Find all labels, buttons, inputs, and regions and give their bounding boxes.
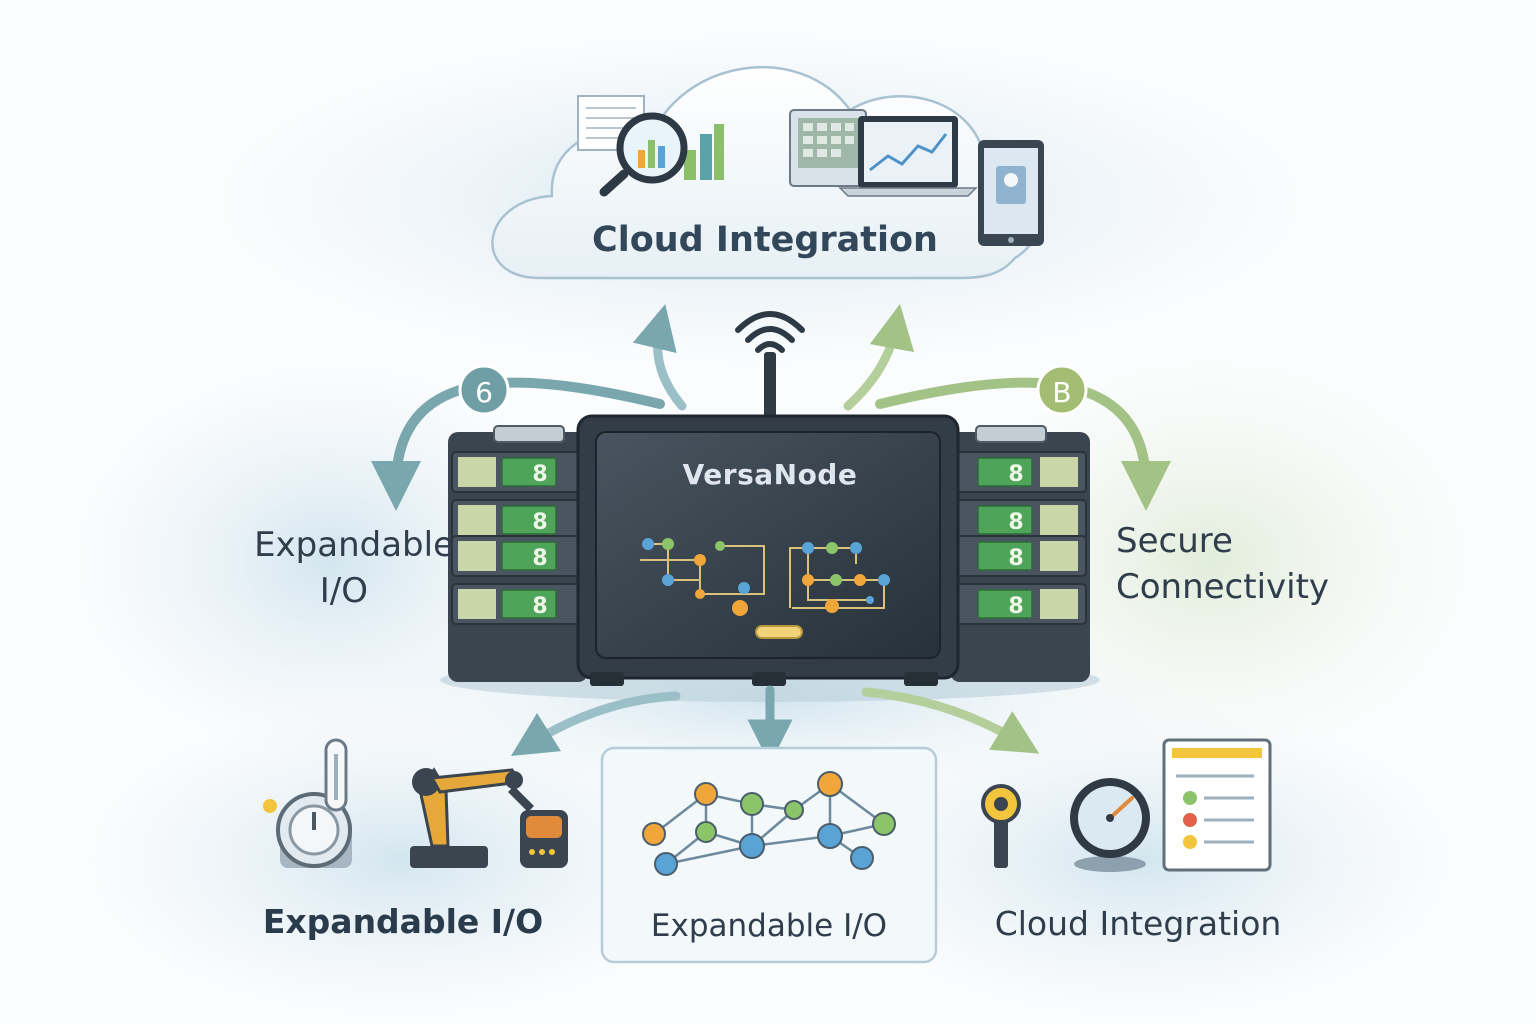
badge-right-label: B	[1052, 376, 1071, 409]
tablet-icon	[978, 140, 1044, 246]
right-io-module: 8	[953, 451, 1087, 493]
badge-left-label: 6	[475, 376, 493, 409]
versanode-device	[576, 414, 960, 686]
analytics-icon	[577, 95, 724, 197]
right-io-module: 8	[953, 499, 1087, 541]
calendar-monitor-icon	[789, 109, 867, 187]
report-document-icon	[1162, 738, 1272, 872]
right-feature-label-line1: Secure	[1116, 521, 1233, 561]
screen-circuit-nodes	[642, 538, 890, 616]
badge-right: B	[1036, 364, 1088, 416]
sensor-probe-icon	[981, 784, 1021, 868]
controller-device-icon	[520, 810, 568, 868]
left-io-module-label: 8	[532, 462, 547, 487]
left-io-module: 8	[451, 583, 585, 625]
cloud-integration-label: Cloud Integration	[592, 220, 938, 260]
robot-arm-icon	[410, 767, 534, 868]
left-io-module-label: 8	[532, 546, 547, 571]
status-led-bar	[755, 625, 803, 639]
right-io-module-stack: 8 8 8 8	[950, 425, 1090, 682]
connector-arrows-top	[632, 303, 915, 411]
thermometer-icon	[324, 738, 348, 812]
laptop-icon	[838, 116, 978, 197]
network-graph-icon	[642, 771, 896, 876]
device-title: VersaNode	[682, 458, 858, 491]
antenna	[764, 352, 776, 418]
left-feature-label-line2: I/O	[319, 571, 368, 611]
gauge-dial-icon	[1070, 778, 1150, 872]
left-io-module: 8	[451, 535, 585, 577]
bottom-right-label: Cloud Integration	[994, 904, 1282, 943]
right-feature-label-line2: Connectivity	[1116, 567, 1330, 607]
bottom-center-label: Expandable I/O	[650, 908, 888, 944]
bottom-left-label: Expandable I/O	[262, 902, 544, 941]
right-feature-label: Secure Connectivity	[1116, 518, 1416, 610]
left-feature-label: Expandable I/O	[214, 522, 454, 614]
right-io-module-label: 8	[1008, 510, 1023, 535]
right-io-module: 8	[953, 583, 1087, 625]
connector-arrows-bottom	[510, 685, 1040, 765]
right-io-module-label: 8	[1008, 462, 1023, 487]
left-io-module: 8	[451, 451, 585, 493]
left-io-module-label: 8	[532, 510, 547, 535]
left-io-module-label: 8	[532, 594, 547, 619]
motor-gauge-icon	[263, 792, 352, 868]
right-io-module-label: 8	[1008, 546, 1023, 571]
left-io-module: 8	[451, 499, 585, 541]
badge-left: 6	[458, 364, 510, 416]
left-feature-label-line1: Expandable	[254, 525, 454, 565]
left-io-module-stack: 8 8 8 8	[448, 425, 588, 682]
right-io-module-label: 8	[1008, 594, 1023, 619]
right-io-module: 8	[953, 535, 1087, 577]
wifi-icon	[735, 311, 805, 353]
